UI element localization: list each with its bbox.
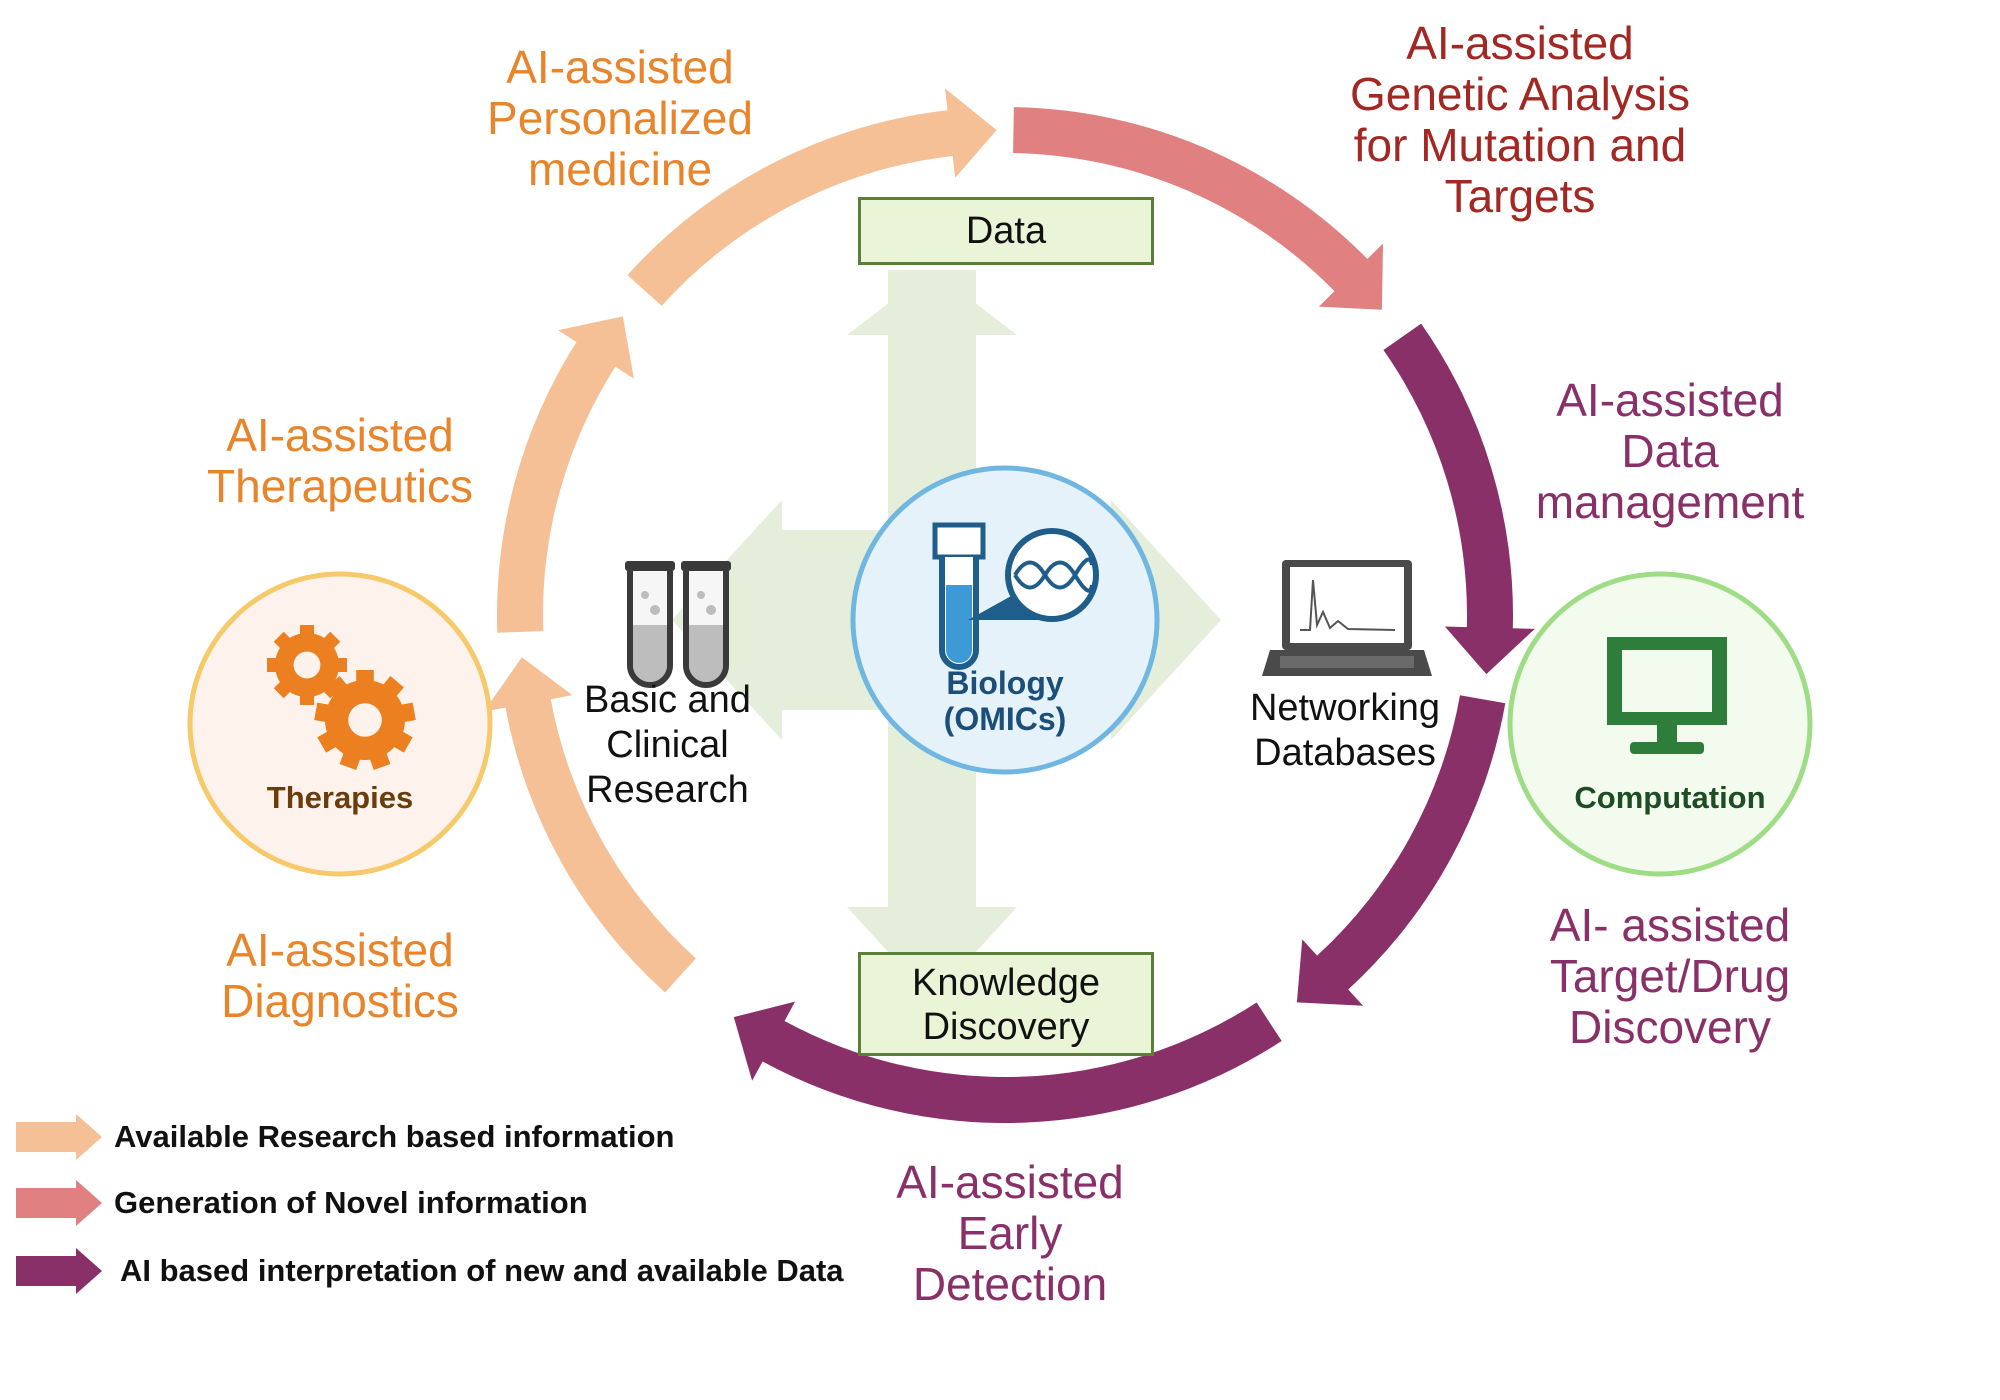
arrow-data-management-segment bbox=[1383, 323, 1535, 675]
label-line: medicine bbox=[527, 143, 713, 195]
arrow-early-detection-segment bbox=[733, 1001, 1282, 1123]
label-line: Personalized bbox=[487, 92, 753, 144]
label-line: Target/Drug bbox=[1549, 950, 1791, 1002]
label-line: AI- assisted bbox=[1549, 899, 1791, 951]
label-line: (OMICs) bbox=[943, 701, 1067, 737]
label-therapeutics: AI-assisted Therapeutics bbox=[190, 410, 490, 512]
box-line: Discovery bbox=[922, 1006, 1090, 1048]
label-line: Research bbox=[586, 769, 749, 811]
label-line: Databases bbox=[1254, 732, 1436, 774]
legend-text: Available Research based information bbox=[114, 1119, 675, 1154]
gears-icon bbox=[267, 625, 416, 770]
data-box: Data bbox=[858, 197, 1154, 265]
label-genetic-analysis: AI-assisted Genetic Analysis for Mutatio… bbox=[1330, 18, 1710, 222]
label-early-detection: AI-assisted Early Detection bbox=[860, 1157, 1160, 1310]
arrow-therapeutics-segment bbox=[497, 316, 634, 633]
label-line: Targets bbox=[1444, 170, 1596, 222]
label-line: Discovery bbox=[1569, 1001, 1771, 1053]
therapies-label: Therapies bbox=[266, 780, 414, 815]
label-personalized-medicine: AI-assisted Personalized medicine bbox=[470, 42, 770, 195]
arrow-target-drug-segment bbox=[1296, 695, 1506, 1006]
label-line: Biology bbox=[946, 665, 1064, 701]
label-line: AI-assisted bbox=[1556, 374, 1784, 426]
label-line: Basic and bbox=[584, 679, 751, 721]
arrow-personalized-segment bbox=[627, 88, 997, 306]
monitor-icon bbox=[1607, 637, 1727, 754]
label-data-management: AI-assisted Data management bbox=[1520, 375, 1820, 528]
legend-item-novel: Generation of Novel information bbox=[14, 1178, 588, 1228]
knowledge-discovery-box: Knowledge Discovery bbox=[858, 952, 1154, 1056]
basic-clinical-research-label: Basic and Clinical Research bbox=[560, 678, 775, 813]
label-line: AI-assisted bbox=[226, 924, 454, 976]
data-box-label: Data bbox=[965, 210, 1047, 252]
label-line: Clinical bbox=[606, 724, 729, 766]
peach-arrow-icon bbox=[16, 1114, 102, 1160]
label-line: management bbox=[1535, 476, 1805, 528]
legend-item-available: Available Research based information bbox=[14, 1112, 674, 1162]
label-line: Genetic Analysis bbox=[1349, 68, 1691, 120]
label-target-drug-discovery: AI- assisted Target/Drug Discovery bbox=[1520, 900, 1820, 1053]
box-line: Knowledge bbox=[911, 962, 1101, 1004]
test-tubes-icon bbox=[625, 561, 731, 688]
label-line: Detection bbox=[912, 1258, 1108, 1310]
biology-label: Biology (OMICs) bbox=[905, 665, 1105, 737]
label-line: for Mutation and bbox=[1353, 119, 1687, 171]
arrow-genetic-segment bbox=[1013, 107, 1384, 310]
label-diagnostics: AI-assisted Diagnostics bbox=[190, 925, 490, 1027]
label-line: Networking bbox=[1249, 687, 1441, 729]
label-line: Therapeutics bbox=[207, 460, 473, 512]
computation-label: Computation bbox=[1574, 780, 1766, 815]
label-line: Data bbox=[1621, 425, 1719, 477]
arrow-diagnostics-segment bbox=[483, 657, 696, 993]
laptop-icon bbox=[1262, 560, 1432, 676]
label-line: AI-assisted bbox=[226, 409, 454, 461]
purple-arrow-icon bbox=[16, 1248, 102, 1294]
dna-tube-icon bbox=[932, 522, 1099, 670]
label-line: AI-assisted bbox=[1406, 17, 1634, 69]
label-line: Early bbox=[957, 1207, 1063, 1259]
networking-databases-label: Networking Databases bbox=[1225, 686, 1465, 776]
label-line: Diagnostics bbox=[221, 975, 459, 1027]
legend-text: Generation of Novel information bbox=[114, 1185, 588, 1220]
salmon-arrow-icon bbox=[16, 1180, 102, 1226]
legend-item-ai: AI based interpretation of new and avail… bbox=[14, 1246, 844, 1296]
label-line: AI-assisted bbox=[506, 41, 734, 93]
legend-text: AI based interpretation of new and avail… bbox=[120, 1253, 844, 1288]
label-line: AI-assisted bbox=[896, 1156, 1124, 1208]
